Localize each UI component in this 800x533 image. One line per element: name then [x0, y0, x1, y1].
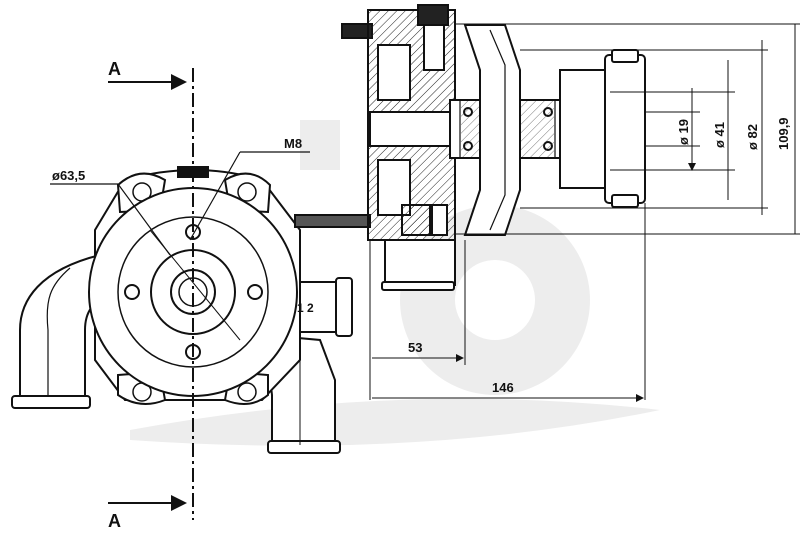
pump-section-view	[294, 4, 646, 291]
pulley-groove	[463, 24, 521, 236]
bolt-hole-right	[247, 284, 263, 300]
dim-h109: 109,9	[776, 117, 791, 150]
bolt-circle-label: ø63,5	[52, 168, 85, 183]
housing-mark: 1 2	[297, 301, 314, 315]
dim-l53: 53	[408, 340, 422, 355]
bolt-hole-left	[124, 284, 140, 300]
hub	[559, 69, 611, 189]
dim-d19: ø 19	[676, 119, 691, 145]
m8-callout: M8	[189, 136, 310, 241]
dimension-lines	[369, 23, 800, 402]
stud-bottom	[294, 214, 371, 228]
thread-label: M8	[284, 136, 302, 151]
inlet-pipe-flange	[11, 395, 91, 409]
section-arrow-bottom: A	[108, 495, 187, 531]
section-arrow-top: A	[108, 59, 187, 90]
dim-l146: 146	[492, 380, 514, 395]
hub-flange	[604, 54, 646, 204]
section-label-top: A	[108, 59, 121, 79]
bolt-circle-callout: ø63,5	[50, 168, 241, 341]
dim-d82: ø 82	[745, 124, 760, 150]
drain-port	[384, 239, 456, 286]
dim-d41: ø 41	[712, 122, 727, 148]
section-label-bottom: A	[108, 511, 121, 531]
dimension-texts: ø 19 ø 41 ø 82 109,9 53 146	[408, 117, 791, 395]
pump-front-view	[11, 166, 353, 454]
